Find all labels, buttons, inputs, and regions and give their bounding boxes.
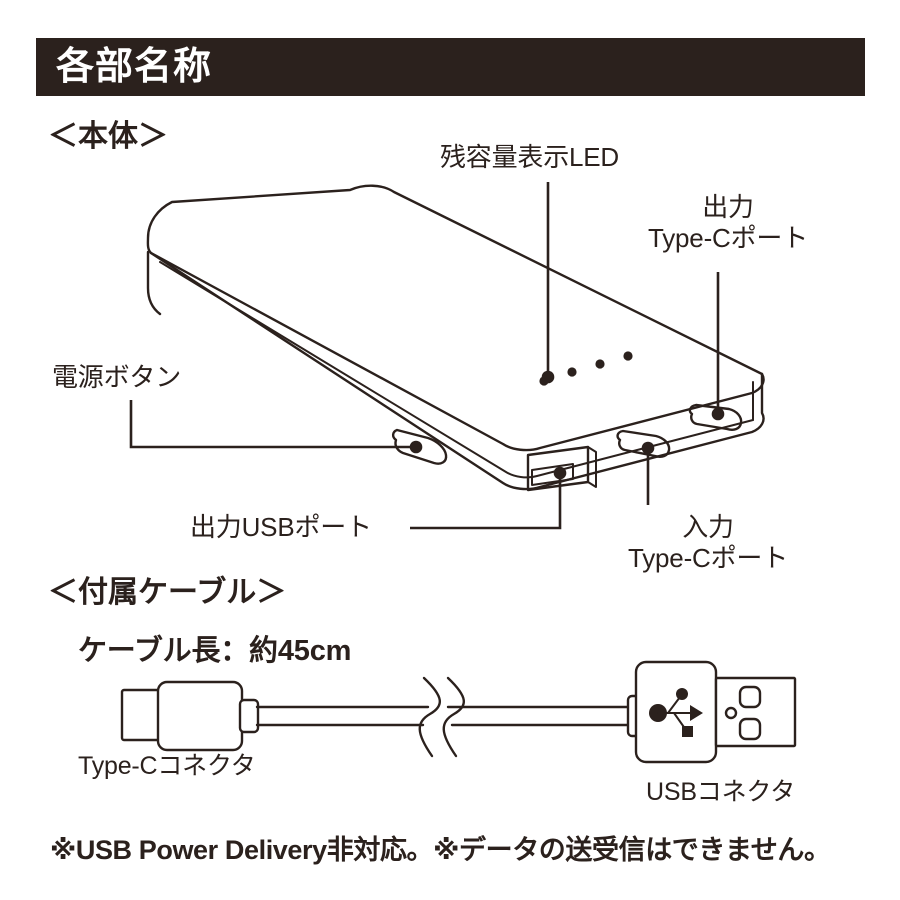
leader-dot-output-typec [711,407,725,421]
callout-label-typec-connector: Type-Cコネクタ [78,752,256,780]
leader-dot-led [541,370,555,384]
callout-label-input-typec-line2: Type-Cポート [628,542,789,573]
cable-length-label: ケーブル長：約45cm [78,635,352,667]
callout-label-input-typec-line1: 入力 [682,512,734,542]
power-bank-front-face [149,251,765,491]
usb-connector-metal-plug [714,676,797,748]
led-indicator-dot-3 [595,359,605,369]
leader-dot-input-typec [641,441,655,455]
power-button-port [391,428,448,465]
callout-label-usb-connector: USBコネクタ [646,778,796,806]
page-title: 各部名称 [56,46,213,88]
typec-connector-tip [120,688,162,742]
callout-label-output-usb: 出力USBポート [190,512,372,542]
callout-label-power-button: 電源ボタン [52,362,182,392]
typec-connector-housing [156,680,244,752]
usb-connector-strain-relief [626,694,648,738]
typec-connector-strain-relief [238,698,260,734]
output-typec-port [688,403,743,431]
usb-trident-icon [649,688,703,737]
cable-break-squiggle-1 [418,676,441,758]
usb-connector-housing [634,660,718,764]
input-typec-port [616,429,671,458]
leader-line-power-button [129,400,412,449]
leader-line-output-usb [410,477,562,530]
led-indicator-dot-1 [539,376,549,386]
power-bank-left-edge [146,250,162,316]
callout-label-led: 残容量表示LED [440,142,619,172]
callout-label-output-typec-line1: 出力 [702,192,754,222]
section-header-bar: 各部名称 [36,38,865,96]
cable-illustration [120,660,797,764]
section-label-body: ＜本体＞ [48,120,168,153]
footnote-text: ※USB Power Delivery非対応。※データの送受信はできません。 [50,835,831,865]
leader-lines [129,182,725,530]
section-label-cable: ＜付属ケーブル＞ [48,576,287,609]
led-indicator-dot-2 [567,367,577,377]
led-indicator-dot-4 [623,351,633,361]
leader-dot-power-button [409,440,423,454]
power-bank-bevel-line [159,261,754,479]
usb-plug-hole-top [738,685,762,709]
leader-dot-output-usb [553,466,567,480]
callout-label-output-typec-line2: Type-Cポート [648,222,809,253]
usb-plug-hole-middle [724,706,738,720]
output-usb-a-port [526,445,597,492]
callout-label-output-typec: 出力 Type-Cポート [648,192,808,253]
callout-label-input-typec: 入力 Type-Cポート [628,512,788,573]
usb-plug-hole-bottom [738,717,762,741]
cable-break-squiggle-2 [442,676,465,758]
